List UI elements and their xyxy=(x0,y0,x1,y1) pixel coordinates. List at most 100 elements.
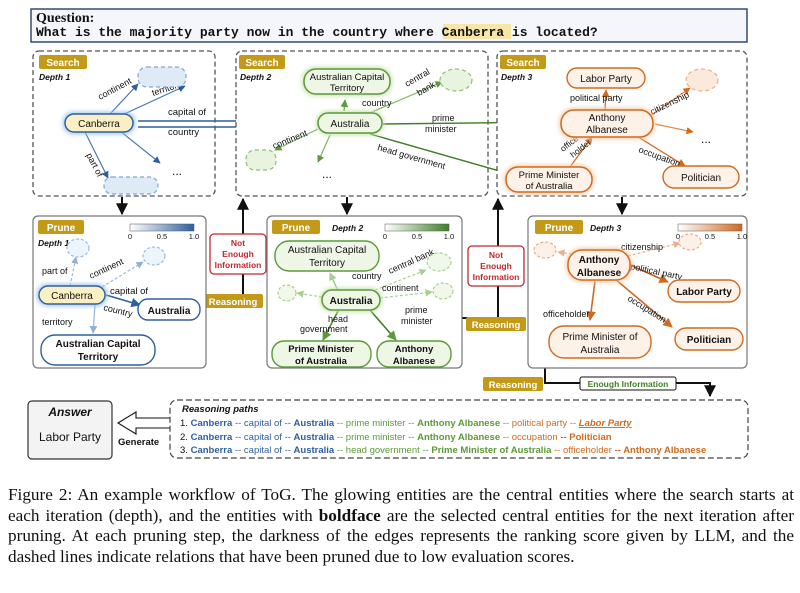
not-enough-info-badge xyxy=(209,233,267,275)
reasoning-path-1: 1. Canberra -- capital of -- Australia -… xyxy=(180,418,632,429)
svg-text:Labor Party: Labor Party xyxy=(580,74,632,85)
svg-text:officeholder: officeholder xyxy=(543,309,589,319)
svg-text:Australian Capital: Australian Capital xyxy=(288,245,366,256)
svg-text:Information: Information xyxy=(473,272,520,282)
australia-node xyxy=(317,112,383,134)
svg-text:head: head xyxy=(328,314,348,324)
svg-text:Reasoning: Reasoning xyxy=(472,320,521,331)
svg-text:country: country xyxy=(168,127,199,138)
svg-text:Anthony: Anthony xyxy=(579,255,620,266)
svg-text:Australian Capital: Australian Capital xyxy=(310,72,384,83)
svg-text:0.5: 0.5 xyxy=(705,232,715,241)
reasoning-step-1: Reasoning Not Enough Information xyxy=(203,233,267,308)
reasoning-paths-title: Reasoning paths xyxy=(182,404,259,415)
generate-arrow: Generate xyxy=(116,411,173,448)
search-depth2-panel: Search Depth 2 country central bank cont… xyxy=(235,50,560,197)
svg-text:Depth 3: Depth 3 xyxy=(501,72,532,82)
svg-text:Labor Party: Labor Party xyxy=(676,287,732,298)
svg-text:Prime Minister: Prime Minister xyxy=(519,170,580,181)
answer-title: Answer xyxy=(47,405,93,419)
pruned-entity-node xyxy=(103,176,159,195)
svg-text:of Australia: of Australia xyxy=(295,356,348,367)
act-node xyxy=(303,68,391,95)
question-text: What is the majority party now in the co… xyxy=(36,25,598,40)
svg-text:country: country xyxy=(352,271,382,281)
reasoning-paths-box: Reasoning paths 1. Canberra -- capital o… xyxy=(169,399,749,459)
figure-caption: Figure 2: An example workflow of ToG. Th… xyxy=(8,485,794,566)
answer-value: Labor Party xyxy=(39,430,101,444)
svg-text:country: country xyxy=(362,98,392,108)
svg-text:1.0: 1.0 xyxy=(737,232,747,241)
svg-text:Depth 3: Depth 3 xyxy=(590,223,621,233)
svg-text:Australia: Australia xyxy=(330,296,373,307)
svg-text:Territory: Territory xyxy=(78,352,119,363)
svg-text:Australia: Australia xyxy=(148,306,191,317)
svg-text:Politician: Politician xyxy=(681,173,721,184)
prune-depth2-panel: Prune Depth 2 0 0.5 1.0 country central … xyxy=(266,215,463,369)
enough-info-badge: Enough Information xyxy=(588,379,669,389)
svg-text:Depth 2: Depth 2 xyxy=(240,72,271,82)
svg-text:prime: prime xyxy=(432,113,455,123)
svg-text:Reasoning: Reasoning xyxy=(489,380,538,391)
svg-text:Prune: Prune xyxy=(282,223,311,234)
svg-text:political party: political party xyxy=(570,93,623,103)
svg-text:continent: continent xyxy=(382,283,419,293)
svg-text:Depth 1: Depth 1 xyxy=(38,238,69,248)
prune-depth3-panel: Prune Depth 3 0 0.5 1.0 citizenship poli… xyxy=(527,215,748,369)
reasoning-path-2: 2. Canberra -- capital of -- Australia -… xyxy=(180,432,612,443)
svg-text:Reasoning: Reasoning xyxy=(209,297,258,308)
svg-text:Territory: Territory xyxy=(330,83,365,94)
svg-text:Enough: Enough xyxy=(222,249,254,259)
reasoning-path-3: 3. Canberra -- capital of -- Australia -… xyxy=(180,445,706,456)
prune-depth1-panel: Prune Depth 1 0 0.5 1.0 part of continen… xyxy=(32,215,207,369)
svg-text:part of: part of xyxy=(42,266,68,276)
svg-text:0: 0 xyxy=(383,232,387,241)
svg-text:citizenship: citizenship xyxy=(621,242,663,252)
pm-of-australia-node xyxy=(505,166,593,193)
reasoning-step-2: Reasoning Not Enough Information xyxy=(466,245,526,331)
svg-text:prime: prime xyxy=(405,305,428,315)
svg-text:Prime Minister of: Prime Minister of xyxy=(562,332,637,343)
svg-text:0: 0 xyxy=(676,232,680,241)
tog-workflow-diagram: Question: What is the majority party now… xyxy=(27,8,749,460)
svg-text:Depth 2: Depth 2 xyxy=(332,223,363,233)
svg-text:minister: minister xyxy=(425,124,457,134)
svg-text:0.5: 0.5 xyxy=(412,232,422,241)
canberra-node xyxy=(64,113,134,133)
svg-text:Albanese: Albanese xyxy=(577,268,622,279)
caption-bold: boldface xyxy=(318,505,381,525)
svg-text:Albanese: Albanese xyxy=(393,356,435,367)
svg-text:1.0: 1.0 xyxy=(189,232,199,241)
depth-label: Depth 1 xyxy=(39,72,70,82)
svg-text:Search: Search xyxy=(506,58,539,69)
svg-text:Albanese: Albanese xyxy=(586,125,628,136)
question-highlight: Canberra xyxy=(442,25,505,40)
svg-text:capital of: capital of xyxy=(110,286,148,297)
reasoning-step-3: Reasoning Enough Information xyxy=(483,376,677,391)
not-enough-info-badge xyxy=(467,245,525,287)
svg-text:minister: minister xyxy=(401,316,433,326)
svg-text:Generate: Generate xyxy=(118,437,159,448)
svg-text:...: ... xyxy=(172,164,182,178)
svg-text:Prune: Prune xyxy=(47,223,76,234)
svg-text:Politician: Politician xyxy=(687,335,731,346)
answer-box: Answer Labor Party xyxy=(27,400,113,460)
svg-text:Prune: Prune xyxy=(545,223,574,234)
svg-text:government: government xyxy=(300,324,348,334)
svg-text:Australia: Australia xyxy=(331,119,370,130)
politician-node xyxy=(662,165,740,189)
svg-text:Canberra: Canberra xyxy=(51,291,93,302)
svg-text:Canberra: Canberra xyxy=(78,119,120,130)
svg-text:Australian Capital: Australian Capital xyxy=(55,339,140,350)
svg-text:0.5: 0.5 xyxy=(157,232,167,241)
svg-text:Prime Minister: Prime Minister xyxy=(288,344,354,355)
svg-text:Information: Information xyxy=(215,260,262,270)
svg-text:Anthony: Anthony xyxy=(395,344,434,355)
svg-text:Not: Not xyxy=(231,238,245,248)
question-label: Question: xyxy=(36,11,94,26)
search-label: Search xyxy=(46,58,79,69)
question-box: Question: What is the majority party now… xyxy=(30,8,748,43)
svg-text:of Australia: of Australia xyxy=(526,181,574,192)
svg-text:0: 0 xyxy=(128,232,132,241)
svg-text:Territory: Territory xyxy=(309,258,345,269)
